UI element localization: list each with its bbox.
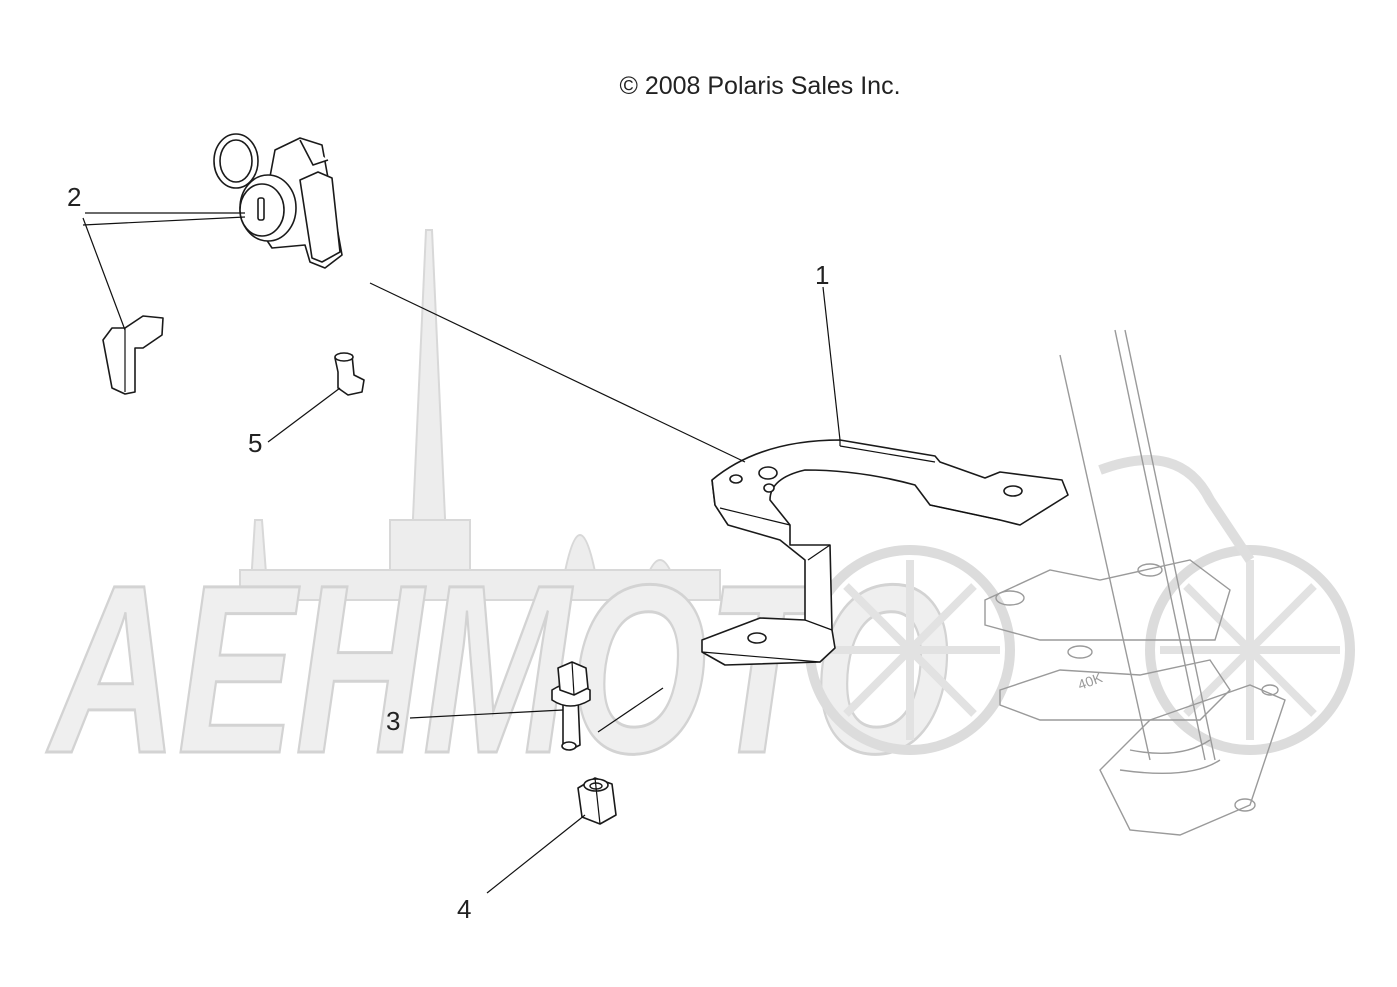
leader-4 [486,814,586,894]
callout-2[interactable]: 2 [67,182,82,212]
key-part-2[interactable] [102,315,164,395]
watermark-wheel-rear [1145,545,1355,755]
watermark-text: АЕНМОТО [46,535,950,803]
watermark-buildings [239,569,721,601]
callout-5[interactable]: 5 [248,428,263,458]
assembly-line-switch-bracket [369,282,746,463]
leader-2-key [82,217,126,331]
callout-4[interactable]: 4 [457,894,472,924]
bracket-part-1[interactable] [701,439,1069,666]
leader-5 [267,387,341,443]
nut-part-4[interactable] [577,777,617,825]
leader-3 [409,709,564,719]
copyright-notice: © 2008 Polaris Sales Inc. [619,72,901,100]
callout-3[interactable]: 3 [386,706,401,736]
steering-post-context: 40K [984,329,1286,836]
assembly-line-bolt [597,687,664,733]
callout-1[interactable]: 1 [815,260,830,290]
watermark-spire [410,229,448,541]
leader-lines [82,212,841,894]
bolt-part-3[interactable] [551,661,591,751]
key-ring-icon [213,133,259,189]
leader-1 [822,286,841,441]
ignition-switch-part-2[interactable] [213,133,343,269]
watermark-skyline [239,229,721,601]
leader-2-switch [82,216,246,226]
pin-part-5[interactable] [334,352,365,396]
